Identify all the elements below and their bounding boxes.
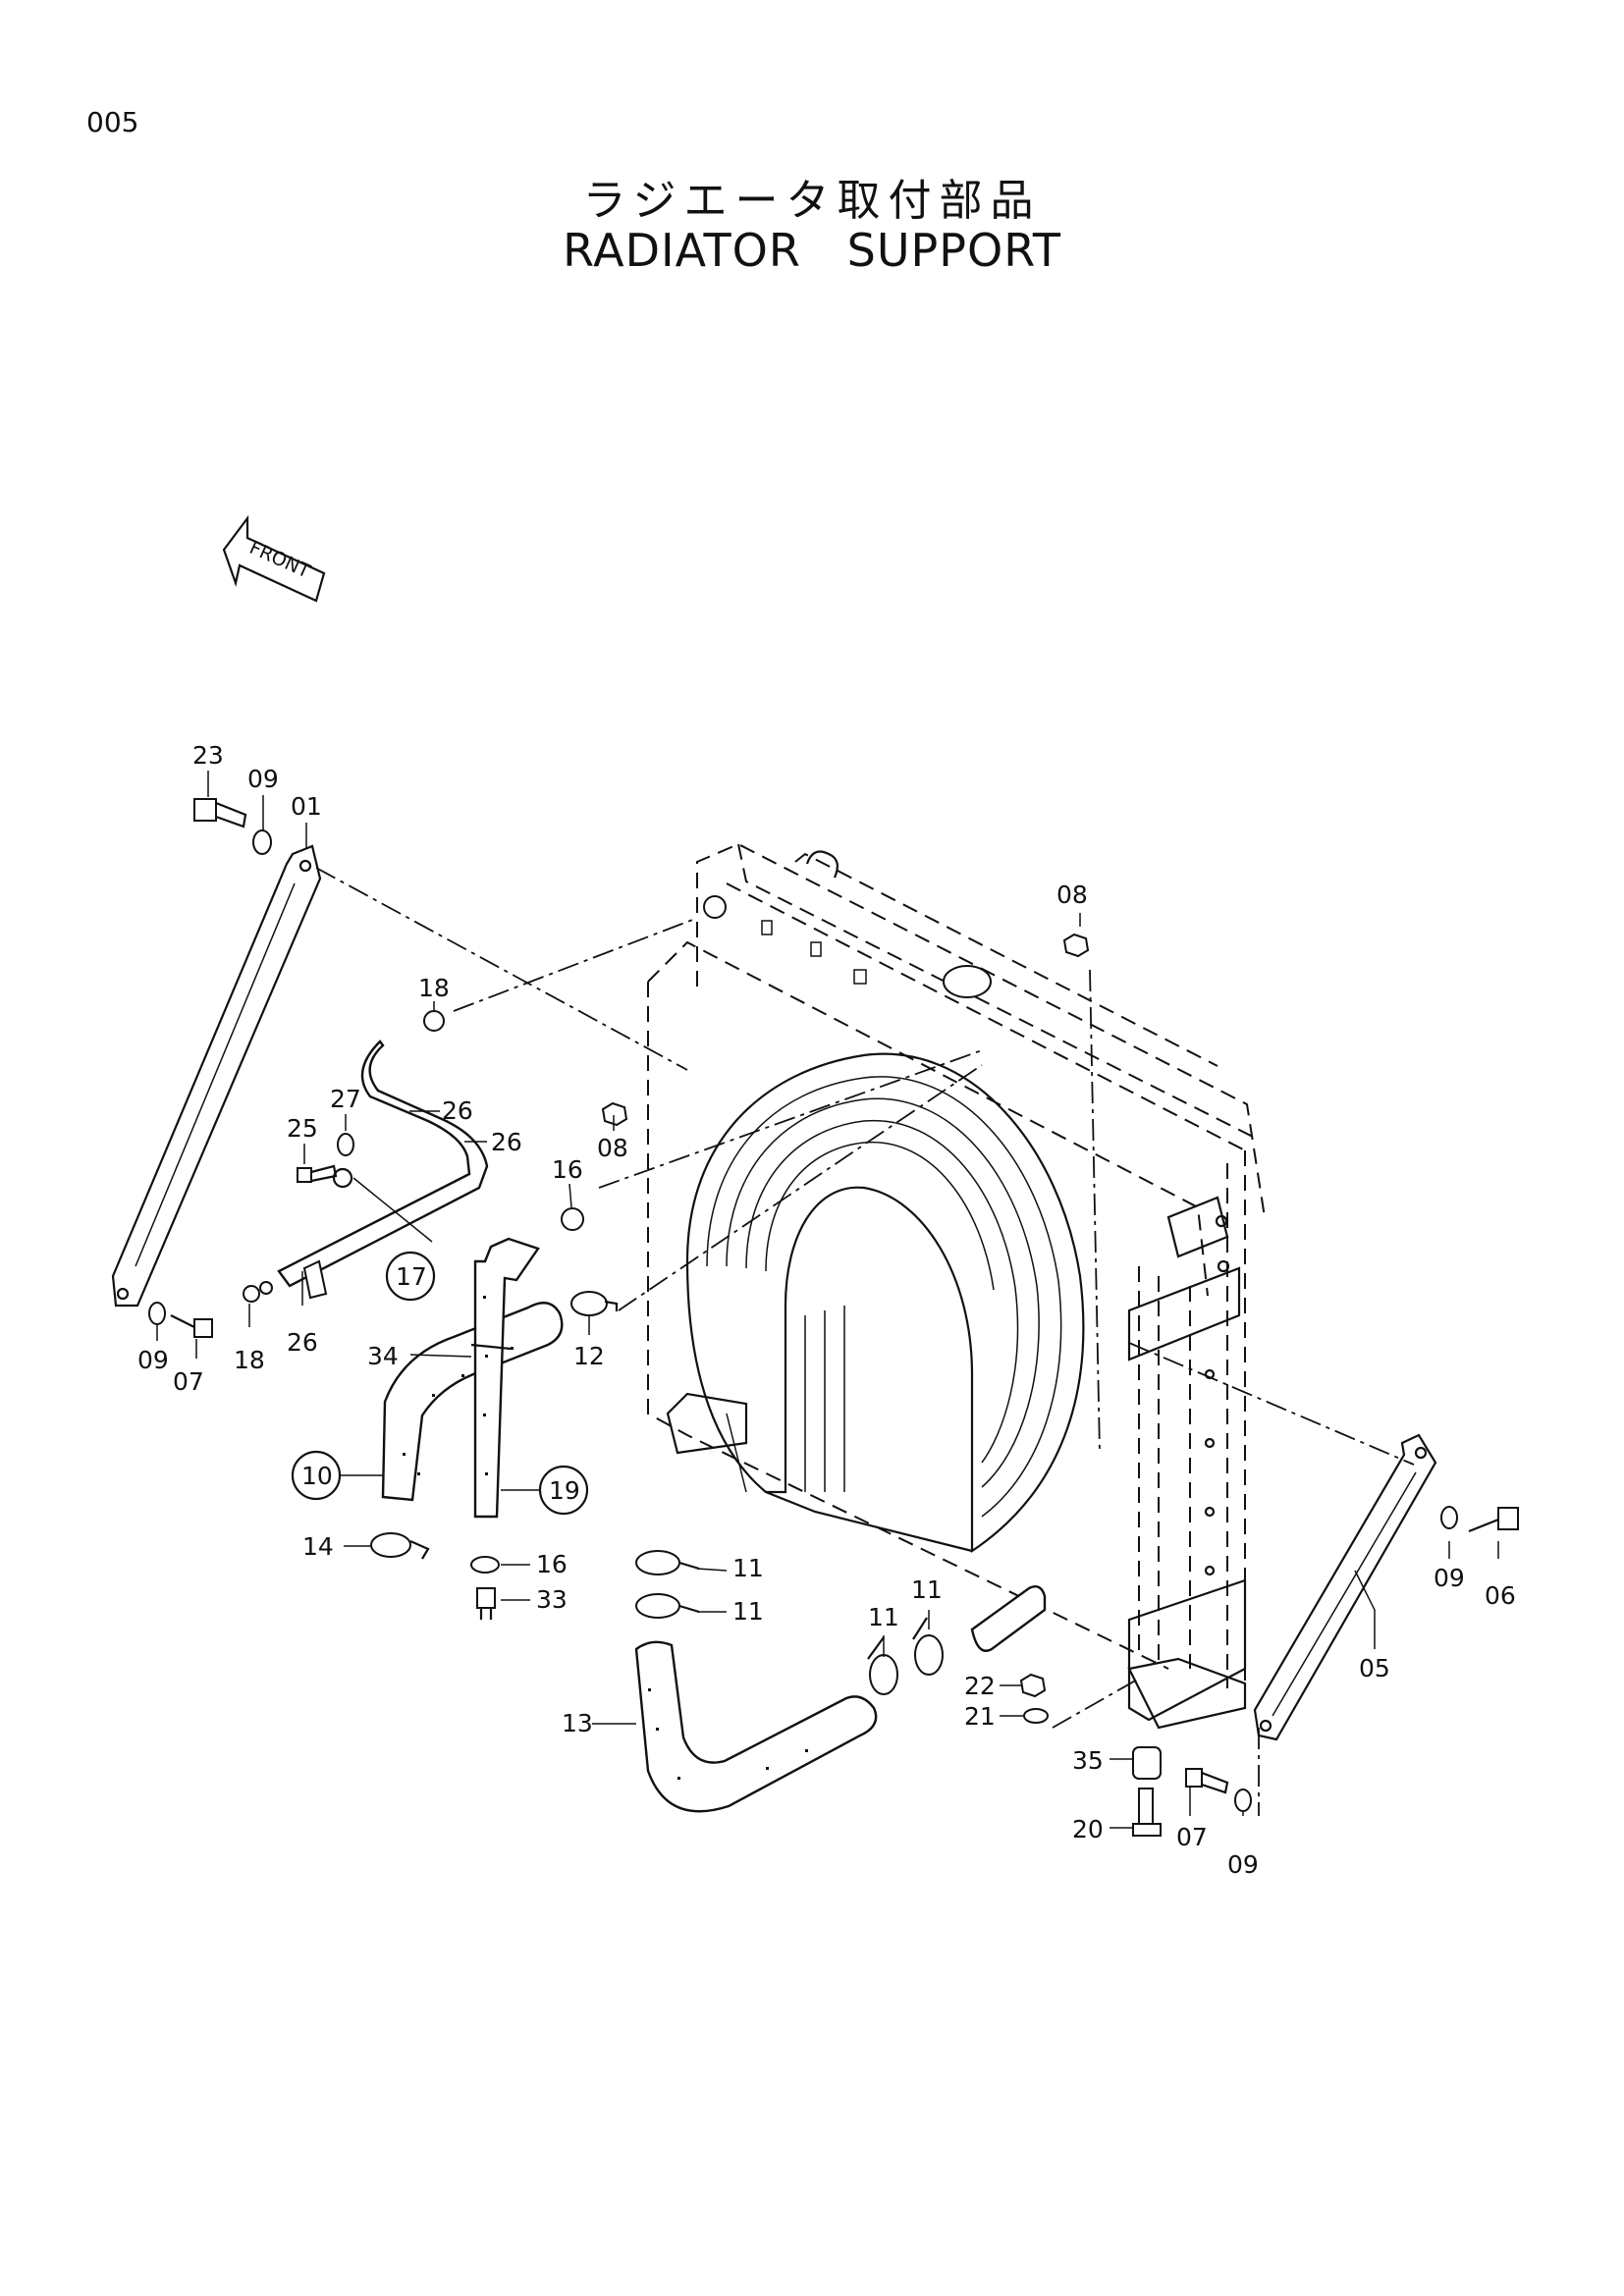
callout-19: 19 <box>549 1476 580 1505</box>
callout-11: 11 <box>868 1603 899 1631</box>
part-13-hose <box>634 1640 878 1813</box>
fan-shroud-drawing <box>685 1052 1085 1554</box>
callout-09: 09 <box>247 765 279 793</box>
callout-18: 18 <box>418 974 450 1002</box>
callout-leader-lines <box>156 771 1499 1829</box>
circled-callout-rings <box>291 1251 589 1516</box>
callout-11: 11 <box>732 1597 764 1626</box>
callout-16: 16 <box>536 1550 568 1578</box>
callout-12: 12 <box>573 1342 605 1370</box>
part-01-stay-left <box>111 844 322 1308</box>
small-fastener-parts <box>148 798 1519 1837</box>
part-05-stay-right <box>1253 1433 1437 1741</box>
callout-16: 16 <box>552 1155 583 1184</box>
callout-34: 34 <box>367 1342 399 1370</box>
callout-08: 08 <box>597 1134 628 1162</box>
callout-10: 10 <box>301 1462 333 1490</box>
part-19-hose <box>473 1237 540 1519</box>
callout-09: 09 <box>1434 1564 1465 1592</box>
callout-11: 11 <box>732 1554 764 1582</box>
page-number: 005 <box>86 106 139 138</box>
callout-17: 17 <box>396 1262 427 1291</box>
callout-01: 01 <box>291 792 322 821</box>
callout-27: 27 <box>330 1085 361 1113</box>
callout-07: 07 <box>1176 1823 1208 1851</box>
callout-11: 11 <box>911 1575 943 1604</box>
callout-14: 14 <box>302 1532 334 1561</box>
part-10-hose <box>381 1302 564 1502</box>
page-title-english: RADIATOR SUPPORT <box>563 224 1061 277</box>
callout-labels: 23 09 01 08 18 26 27 25 26 16 08 17 12 0… <box>137 741 1516 1879</box>
callout-09: 09 <box>1227 1850 1259 1879</box>
callout-22: 22 <box>964 1672 996 1700</box>
callout-35: 35 <box>1072 1746 1104 1775</box>
callout-26: 26 <box>491 1128 522 1156</box>
front-arrow-marker: FRONT <box>222 514 326 603</box>
callout-07: 07 <box>173 1367 204 1396</box>
callout-18: 18 <box>234 1346 265 1374</box>
callout-09: 09 <box>137 1346 169 1374</box>
callout-25: 25 <box>287 1114 318 1143</box>
part-17-pipe-assembly <box>259 1040 489 1300</box>
callout-08: 08 <box>1056 881 1088 909</box>
callout-23: 23 <box>192 741 224 770</box>
page-title-japanese: ラジエータ取付部品 <box>582 176 1042 226</box>
callout-06: 06 <box>1485 1581 1516 1610</box>
assembly-center-lines <box>315 867 1415 1816</box>
callout-20: 20 <box>1072 1815 1104 1843</box>
callout-26: 26 <box>442 1096 473 1125</box>
callout-33: 33 <box>536 1585 568 1614</box>
callout-21: 21 <box>964 1702 996 1731</box>
front-marker-label: FRONT <box>246 537 314 583</box>
callout-13: 13 <box>562 1709 593 1737</box>
callout-26: 26 <box>287 1328 318 1357</box>
radiator-core-drawing <box>647 842 1266 1730</box>
callout-05: 05 <box>1359 1654 1390 1682</box>
